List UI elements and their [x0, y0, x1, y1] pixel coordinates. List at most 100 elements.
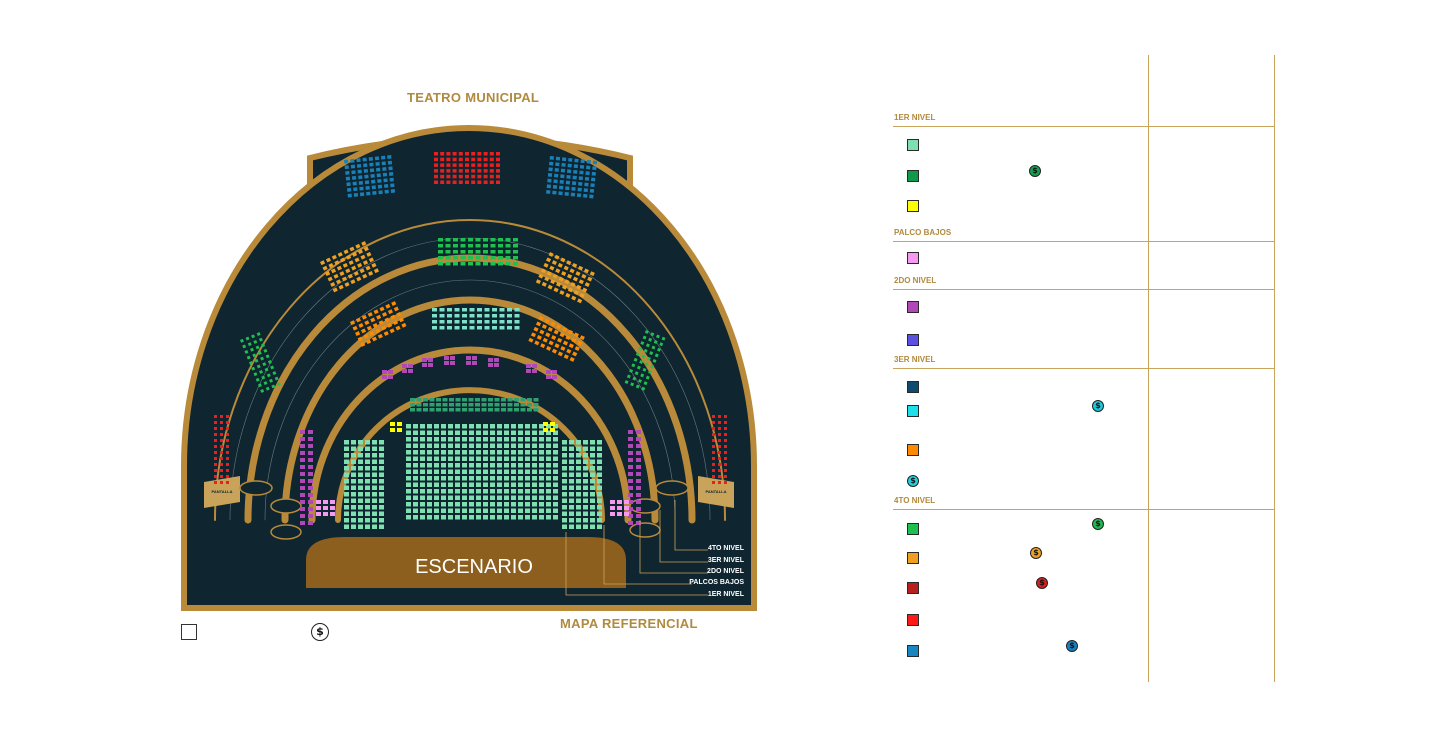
seat[interactable]	[532, 502, 537, 507]
seat[interactable]	[497, 482, 502, 488]
seat[interactable]	[555, 268, 561, 274]
seat[interactable]	[469, 443, 474, 449]
seat[interactable]	[413, 476, 418, 481]
seat[interactable]	[583, 459, 588, 465]
seat[interactable]	[351, 453, 356, 458]
seat[interactable]	[565, 292, 571, 298]
seat[interactable]	[434, 152, 438, 156]
seat[interactable]	[413, 489, 418, 494]
seat[interactable]	[504, 482, 509, 488]
seat[interactable]	[363, 163, 368, 168]
seat[interactable]	[597, 485, 602, 491]
seat[interactable]	[541, 324, 547, 330]
seat[interactable]	[576, 479, 581, 484]
seat[interactable]	[511, 443, 516, 449]
seat[interactable]	[518, 443, 523, 449]
seat[interactable]	[300, 507, 305, 511]
seat[interactable]	[444, 356, 449, 360]
seat[interactable]	[553, 482, 558, 488]
seat[interactable]	[525, 463, 530, 468]
seat[interactable]	[540, 343, 546, 349]
seat[interactable]	[452, 180, 457, 185]
seat[interactable]	[498, 238, 503, 242]
seat[interactable]	[553, 179, 558, 184]
seat[interactable]	[345, 170, 350, 175]
seat[interactable]	[556, 324, 562, 330]
seat[interactable]	[561, 162, 566, 167]
seat[interactable]	[434, 163, 438, 167]
seat[interactable]	[364, 320, 370, 326]
seat[interactable]	[420, 482, 425, 488]
seat[interactable]	[465, 174, 469, 179]
seat[interactable]	[577, 187, 582, 192]
seat[interactable]	[240, 338, 244, 343]
seat[interactable]	[532, 482, 537, 488]
seat[interactable]	[545, 332, 551, 338]
seat[interactable]	[434, 469, 439, 475]
seat[interactable]	[462, 443, 467, 449]
seat[interactable]	[553, 515, 558, 520]
seat[interactable]	[427, 443, 432, 449]
seat[interactable]	[476, 463, 481, 468]
seat[interactable]	[441, 463, 446, 468]
seat[interactable]	[525, 450, 530, 455]
seat[interactable]	[379, 459, 384, 465]
seat[interactable]	[567, 163, 572, 168]
seat[interactable]	[583, 268, 589, 274]
seat[interactable]	[351, 459, 356, 465]
seat[interactable]	[372, 518, 377, 523]
seat[interactable]	[481, 403, 487, 407]
seat[interactable]	[358, 446, 363, 452]
seat[interactable]	[214, 421, 217, 424]
seat[interactable]	[476, 456, 481, 462]
seat[interactable]	[416, 398, 422, 402]
seat[interactable]	[659, 342, 664, 347]
seat[interactable]	[546, 450, 551, 455]
seat[interactable]	[462, 408, 467, 412]
seat[interactable]	[449, 403, 454, 407]
seat[interactable]	[497, 437, 502, 442]
seat[interactable]	[429, 403, 435, 407]
seat[interactable]	[365, 185, 370, 190]
seat[interactable]	[220, 481, 223, 484]
seat[interactable]	[579, 170, 584, 175]
seat[interactable]	[579, 292, 585, 298]
seat[interactable]	[712, 475, 715, 478]
seat[interactable]	[488, 358, 493, 362]
seat[interactable]	[546, 424, 551, 429]
seat[interactable]	[583, 518, 588, 523]
seat[interactable]	[469, 450, 474, 455]
seat[interactable]	[553, 495, 558, 501]
seat[interactable]	[348, 260, 354, 266]
seat[interactable]	[570, 192, 576, 197]
seat[interactable]	[626, 374, 631, 379]
seat[interactable]	[636, 472, 641, 476]
seat[interactable]	[263, 348, 268, 353]
seat[interactable]	[351, 440, 356, 445]
seat[interactable]	[344, 492, 349, 497]
seat[interactable]	[379, 492, 384, 497]
seat[interactable]	[462, 326, 467, 330]
seat[interactable]	[300, 486, 305, 490]
seat[interactable]	[525, 437, 530, 442]
seat[interactable]	[546, 375, 551, 379]
seat[interactable]	[226, 415, 229, 418]
seat[interactable]	[718, 457, 721, 460]
seat[interactable]	[661, 336, 666, 341]
seat[interactable]	[484, 308, 490, 312]
seat[interactable]	[442, 408, 448, 412]
seat[interactable]	[494, 363, 499, 367]
seat[interactable]	[257, 351, 262, 355]
seat[interactable]	[358, 485, 363, 491]
seat[interactable]	[497, 476, 502, 481]
seat[interactable]	[427, 469, 432, 475]
seat[interactable]	[483, 430, 488, 436]
seat[interactable]	[583, 472, 588, 478]
seat[interactable]	[597, 466, 602, 471]
seat[interactable]	[428, 358, 433, 362]
seat[interactable]	[539, 482, 544, 488]
seat[interactable]	[372, 472, 377, 478]
seat[interactable]	[316, 500, 321, 504]
seat[interactable]	[526, 364, 531, 368]
seat[interactable]	[545, 257, 552, 263]
